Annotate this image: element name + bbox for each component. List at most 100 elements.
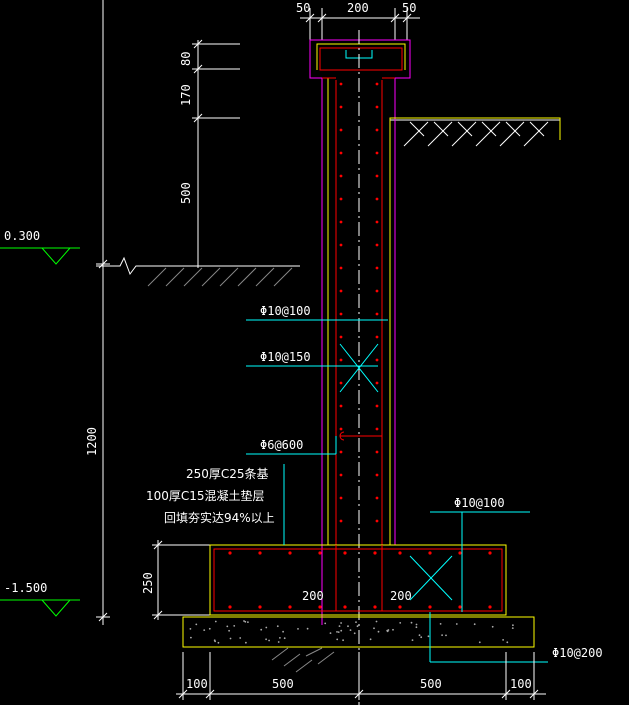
- rebar-dot: [339, 496, 343, 500]
- aggregate-dot: [297, 628, 299, 630]
- stirrup-hook: [339, 431, 382, 441]
- rebar-dot: [228, 605, 232, 609]
- aggregate-dot: [415, 626, 418, 629]
- bedding-layer: [182, 616, 535, 648]
- rebar-dot: [375, 335, 379, 339]
- aggregate-dot: [445, 634, 447, 637]
- aggregate-dot: [411, 639, 414, 641]
- wall-outline-yellow: [316, 43, 561, 545]
- rebar-dot: [318, 605, 322, 609]
- aggregate-dot: [337, 631, 340, 633]
- aggregate-dot: [455, 623, 458, 625]
- note-line-1: 250厚C25条基: [186, 467, 269, 481]
- aggregate-dot: [340, 629, 343, 632]
- aggregate-dot: [260, 628, 263, 631]
- aggregate-dot: [502, 639, 504, 641]
- aggregate-dot: [441, 634, 443, 636]
- rebar-dot: [373, 605, 377, 609]
- aggregate-dot: [306, 627, 309, 630]
- rebar-dot: [339, 289, 343, 293]
- rebar-dot: [339, 427, 343, 431]
- left-soil-hatch: [147, 267, 293, 287]
- footing-rebar-dots: [228, 551, 492, 609]
- note-line-2: 100厚C15混凝土垫层: [146, 488, 265, 503]
- bedding-aggregate: [189, 620, 514, 644]
- rebar-dot: [288, 605, 292, 609]
- wall-outline-magenta: [309, 39, 411, 625]
- aggregate-dot: [506, 641, 509, 644]
- aggregate-dot: [208, 627, 211, 630]
- aggregate-dot: [418, 634, 421, 637]
- rebar-dot: [228, 551, 232, 555]
- rebar-dot: [375, 312, 379, 316]
- aggregate-dot: [228, 629, 231, 632]
- aggregate-dot: [247, 621, 249, 623]
- aggregate-dot: [427, 635, 430, 638]
- rebar-dot: [339, 82, 343, 86]
- aggregate-dot: [336, 631, 338, 633]
- rebar-dot: [375, 128, 379, 132]
- rebar-dot: [339, 174, 343, 178]
- aggregate-dot: [399, 622, 402, 624]
- aggregate-dot: [340, 622, 342, 624]
- aggregate-dot: [369, 638, 372, 641]
- aggregate-dot: [277, 641, 280, 643]
- rebar-label-r4: Φ10@100: [454, 496, 505, 510]
- rebar-dot: [375, 404, 379, 408]
- rebar-dot: [339, 519, 343, 523]
- aggregate-dot: [282, 630, 284, 633]
- bottom-soil-hatch: [271, 647, 335, 673]
- rebar-dot: [339, 243, 343, 247]
- aggregate-dot: [283, 637, 286, 640]
- aggregate-dot: [338, 625, 341, 627]
- rebar-dot: [339, 450, 343, 454]
- rebar-dot: [339, 312, 343, 316]
- aggregate-dot: [491, 625, 494, 628]
- left-dim-1200: 1200: [85, 427, 99, 456]
- aggregate-dot: [214, 640, 217, 643]
- rebar-dot: [375, 450, 379, 454]
- aggregate-dot: [279, 637, 281, 639]
- elevation-top-label: 0.300: [4, 229, 40, 243]
- rebar-dot: [398, 551, 402, 555]
- bottom-dim-1: 100: [186, 677, 208, 691]
- left-dim-80: 80: [179, 52, 193, 66]
- left-dim-170: 170: [179, 84, 193, 106]
- left-ground-line: [96, 256, 300, 276]
- bottom-dim-4: 100: [510, 677, 532, 691]
- rebar-dot: [488, 605, 492, 609]
- aggregate-dot: [355, 621, 357, 623]
- elevation-bottom-label: -1.500: [4, 581, 47, 595]
- aggregate-dot: [415, 623, 418, 626]
- aggregate-dot: [245, 641, 247, 644]
- rebar-dot: [343, 551, 347, 555]
- rebar-dot: [375, 381, 379, 385]
- rebar-dot: [339, 473, 343, 477]
- bottom-dim-3: 500: [420, 677, 442, 691]
- aggregate-dot: [243, 620, 245, 622]
- rebar-dot: [375, 220, 379, 224]
- aggregate-dot: [392, 628, 394, 631]
- aggregate-dot: [473, 623, 476, 626]
- rebar-dot: [375, 473, 379, 477]
- rebar-dot: [428, 605, 432, 609]
- aggregate-dot: [265, 638, 267, 641]
- note-line-3: 回填夯实达94%以上: [164, 510, 275, 525]
- right-soil-hatch: [403, 121, 549, 147]
- footing-inner-dim-right: 200: [390, 589, 412, 603]
- footing-inner-dim-left: 200: [302, 589, 324, 603]
- aggregate-dot: [217, 641, 220, 644]
- aggregate-dot: [386, 630, 389, 633]
- rebar-dot: [458, 605, 462, 609]
- aggregate-dot: [214, 620, 217, 623]
- aggregate-dot: [239, 637, 242, 639]
- aggregate-dot: [511, 627, 514, 629]
- rebar-dot: [375, 197, 379, 201]
- rebar-dot: [375, 289, 379, 293]
- rebar-dot: [375, 243, 379, 247]
- aggregate-dot: [265, 626, 268, 629]
- rebar-dot: [375, 496, 379, 500]
- rebar-dot: [339, 404, 343, 408]
- rebar-dot: [339, 266, 343, 270]
